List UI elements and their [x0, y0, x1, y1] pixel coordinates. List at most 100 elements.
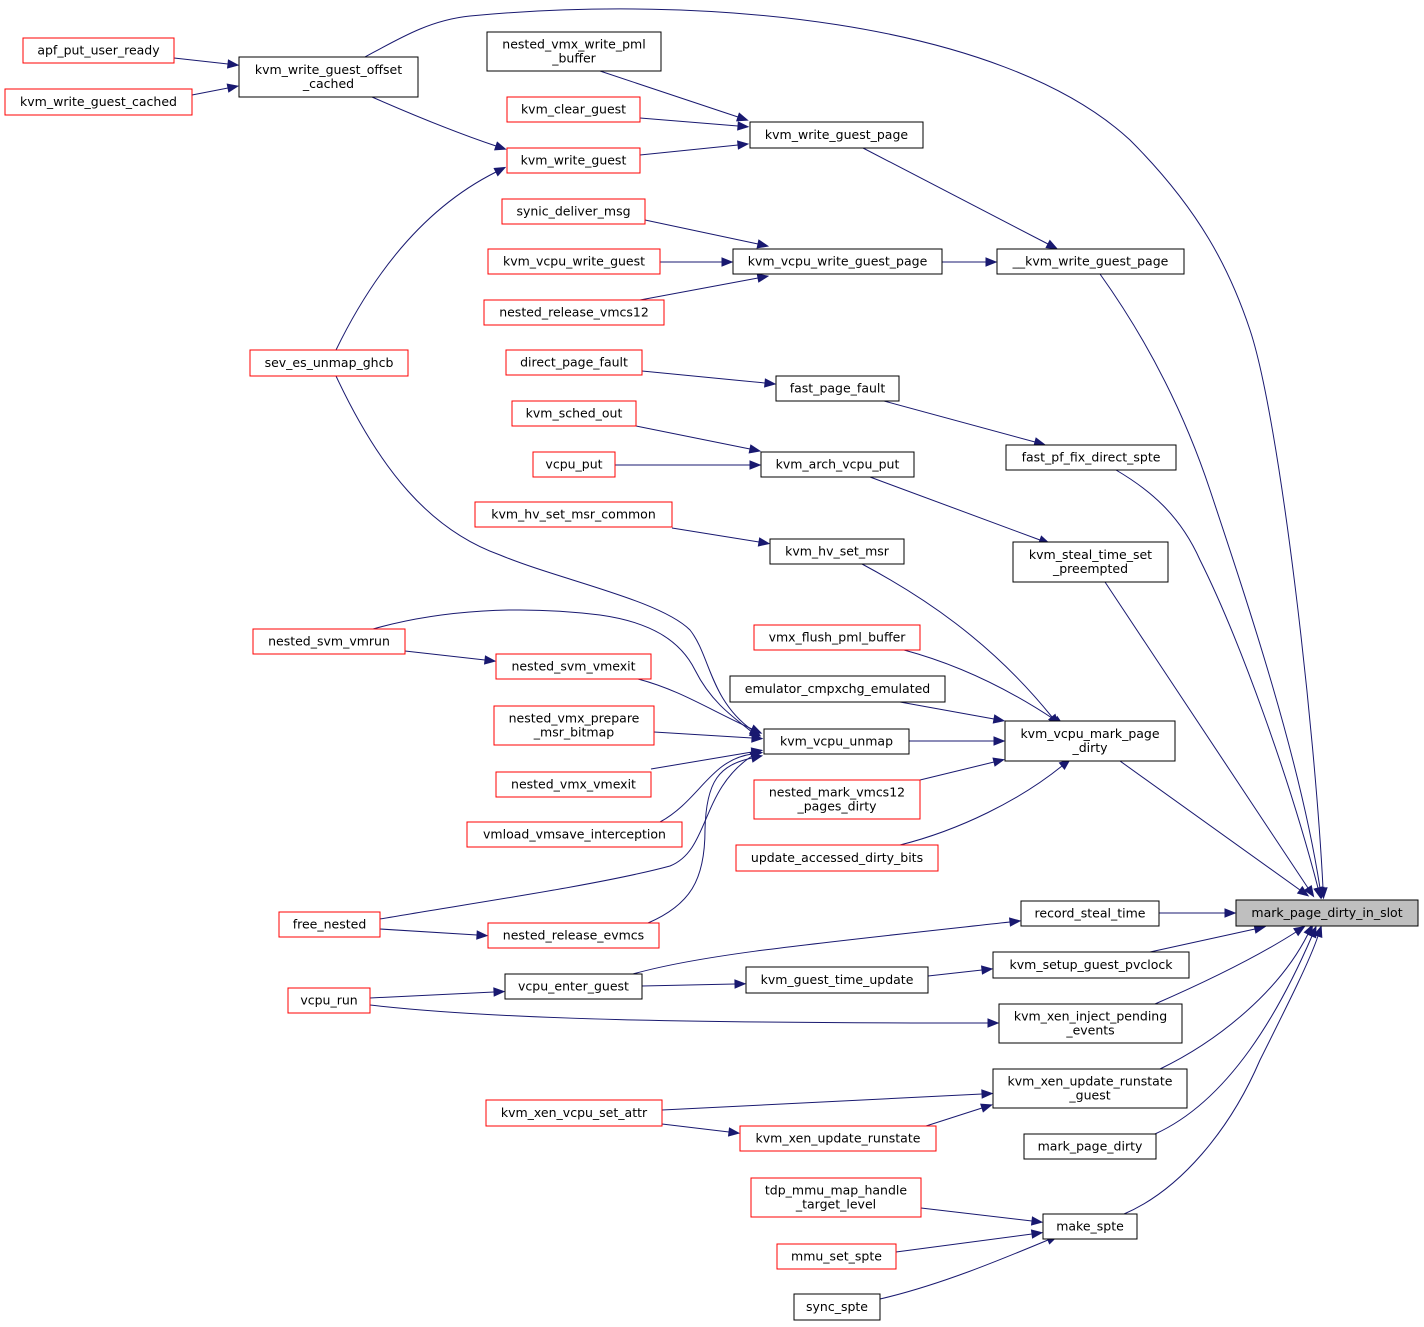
- node-nested-release-vmcs12[interactable]: nested_release_vmcs12: [483, 299, 665, 326]
- arrowhead: [764, 378, 777, 388]
- node-label: kvm_vcpu_write_guest_page: [748, 254, 928, 269]
- node-kvm-vcpu-write-guest[interactable]: kvm_vcpu_write_guest: [487, 248, 661, 275]
- node-fast-page-fault[interactable]: fast_page_fault: [775, 375, 900, 402]
- node-mark-page-dirty[interactable]: mark_page_dirty: [1023, 1133, 1157, 1160]
- node-kvm-guest-time-update[interactable]: kvm_guest_time_update: [745, 966, 929, 994]
- node-label: kvm_steal_time_set: [1029, 547, 1152, 562]
- node-box: [992, 951, 1190, 979]
- node-sev-es-unmap-ghcb[interactable]: sev_es_unmap_ghcb: [249, 349, 409, 377]
- arrowhead: [749, 460, 762, 470]
- node-box: [22, 37, 175, 64]
- node-box: [763, 728, 910, 755]
- node-kvm-hv-set-msr[interactable]: kvm_hv_set_msr: [769, 538, 905, 565]
- edge-kvwgp-to-ukwgp: [942, 257, 998, 267]
- edge-sdm-to-kvwgp: [644, 219, 770, 249]
- node-direct-page-fault[interactable]: direct_page_fault: [505, 349, 643, 376]
- node-label: _msr_bitmap: [533, 725, 614, 740]
- node-make-spte[interactable]: make_spte: [1042, 1213, 1138, 1240]
- edge-ms-to-mpdis: [1123, 925, 1323, 1215]
- node-vmload-vmsave-interception[interactable]: vmload_vmsave_interception: [466, 821, 683, 848]
- node-kvm-sched-out[interactable]: kvm_sched_out: [511, 400, 637, 427]
- node-box: [760, 451, 915, 478]
- node-kvm-setup-guest-pvclock[interactable]: kvm_setup_guest_pvclock: [992, 951, 1190, 979]
- node-nested-svm-vmrun[interactable]: nested_svm_vmrun: [252, 628, 406, 655]
- edge-fpfds-to-mpdis: [1115, 469, 1323, 899]
- node-label: free_nested: [293, 917, 367, 932]
- node-apf-put-user-ready[interactable]: apf_put_user_ready: [22, 37, 175, 64]
- node-kvm-vcpu-mark-page-dirty[interactable]: kvm_vcpu_mark_page_dirty: [1004, 720, 1176, 762]
- node-label: tdp_mmu_map_handle: [765, 1183, 907, 1198]
- arrowhead: [1313, 886, 1323, 899]
- edge-nsve-to-kvu: [637, 678, 763, 734]
- node-label: kvm_vcpu_write_guest: [503, 254, 645, 269]
- node-label: kvm_vcpu_unmap: [780, 734, 893, 749]
- node-update-accessed-dirty-bits[interactable]: update_accessed_dirty_bits: [735, 844, 939, 872]
- node-vcpu-run[interactable]: vcpu_run: [287, 987, 371, 1014]
- node-kvm-xen-update-runstate-guest[interactable]: kvm_xen_update_runstate_guest: [992, 1068, 1188, 1109]
- node-kvm-xen-update-runstate[interactable]: kvm_xen_update_runstate: [739, 1125, 937, 1152]
- node-record-steal-time[interactable]: record_steal_time: [1020, 900, 1160, 927]
- node-nested-release-evmcs[interactable]: nested_release_evmcs: [487, 922, 660, 949]
- arrowhead: [483, 655, 497, 665]
- node-label: kvm_clear_guest: [521, 102, 626, 117]
- node-label: vcpu_put: [545, 457, 602, 472]
- node-sync-spte[interactable]: sync_spte: [793, 1293, 881, 1321]
- node-kvm-clear-guest[interactable]: kvm_clear_guest: [506, 96, 641, 123]
- arrowhead: [1303, 884, 1315, 898]
- node-kvm-xen-vcpu-set-attr[interactable]: kvm_xen_vcpu_set_attr: [485, 1099, 663, 1127]
- node-label: nested_mark_vmcs12: [769, 785, 905, 800]
- edge-kcg-to-kwgp: [639, 117, 750, 131]
- node-label: kvm_guest_time_update: [761, 972, 914, 987]
- node-box: [486, 31, 662, 72]
- node-synic-deliver-msg[interactable]: synic_deliver_msg: [501, 198, 646, 225]
- node-tdp-mmu-map-handle-target-level[interactable]: tdp_mmu_map_handle_target_level: [750, 1177, 922, 1218]
- edge-nrv12-to-kvwgp: [639, 273, 770, 301]
- node-vcpu-put[interactable]: vcpu_put: [532, 451, 616, 478]
- arrowhead: [749, 724, 763, 734]
- node-label: fast_page_fault: [790, 381, 886, 396]
- node-box: [745, 966, 929, 994]
- node-kvm-xen-inject-pending-events[interactable]: kvm_xen_inject_pending_events: [998, 1003, 1183, 1044]
- edge-kwg-to-kwgp: [639, 140, 750, 156]
- node-label: nested_vmx_prepare: [509, 711, 640, 726]
- node-vcpu-enter-guest[interactable]: vcpu_enter_guest: [504, 973, 643, 1000]
- node-mark-page-dirty-in-slot[interactable]: mark_page_dirty_in_slot: [1235, 899, 1419, 927]
- node-nested-vmx-prepare-msr-bitmap[interactable]: nested_vmx_prepare_msr_bitmap: [493, 705, 655, 746]
- node-fast-pf-fix-direct-spte[interactable]: fast_pf_fix_direct_spte: [1005, 444, 1177, 471]
- node-label: direct_page_fault: [520, 355, 628, 370]
- edge-kxipe-to-mpdis: [1154, 925, 1306, 1005]
- node-label: nested_svm_vmexit: [511, 659, 635, 674]
- arrowhead: [737, 140, 750, 150]
- node-nested-svm-vmexit[interactable]: nested_svm_vmexit: [495, 653, 652, 680]
- arrowhead: [993, 736, 1006, 746]
- node-box: [252, 628, 406, 655]
- edges: [173, 8, 1328, 1300]
- node-kvm-arch-vcpu-put[interactable]: kvm_arch_vcpu_put: [760, 451, 915, 478]
- edge-veg-to-kgtu: [641, 979, 747, 989]
- node-label: _target_level: [795, 1197, 876, 1212]
- edge-vvi-to-kvu: [659, 749, 764, 823]
- node-kvm-write-guest-page[interactable]: __kvm_write_guest_page: [996, 248, 1185, 275]
- edge-ece-to-kvmpd: [899, 701, 1006, 724]
- node-free-nested[interactable]: free_nested: [278, 911, 381, 938]
- node-emulator-cmpxchg-emulated[interactable]: emulator_cmpxchg_emulated: [729, 675, 946, 703]
- node-kvm-write-guest-page[interactable]: kvm_write_guest_page: [749, 121, 924, 149]
- node-nested-vmx-write-pml-buffer[interactable]: nested_vmx_write_pml_buffer: [486, 31, 662, 72]
- node-nested-mark-vmcs12-pages-dirty[interactable]: nested_mark_vmcs12_pages_dirty: [753, 779, 921, 820]
- node-kvm-vcpu-write-guest-page[interactable]: kvm_vcpu_write_guest_page: [732, 248, 943, 275]
- edge-kwgc-to-kwgoc: [191, 83, 240, 96]
- node-kvm-vcpu-unmap[interactable]: kvm_vcpu_unmap: [763, 728, 910, 755]
- edge-kwgp-to-ukwgp: [862, 147, 1059, 250]
- node-nested-vmx-vmexit[interactable]: nested_vmx_vmexit: [495, 771, 652, 798]
- node-label: kvm_write_guest_cached: [20, 94, 177, 109]
- node-kvm-steal-time-set-preempted[interactable]: kvm_steal_time_set_preempted: [1012, 541, 1169, 583]
- node-kvm-write-guest-offset-cached[interactable]: kvm_write_guest_offset_cached: [238, 56, 419, 98]
- node-kvm-write-guest[interactable]: kvm_write_guest: [506, 147, 641, 174]
- node-mmu-set-spte[interactable]: mmu_set_spte: [776, 1243, 897, 1270]
- node-kvm-write-guest-cached[interactable]: kvm_write_guest_cached: [4, 88, 193, 116]
- node-kvm-hv-set-msr-common[interactable]: kvm_hv_set_msr_common: [474, 501, 673, 528]
- arrowhead: [756, 273, 770, 283]
- node-label: record_steal_time: [1035, 906, 1146, 921]
- arrowhead: [750, 753, 764, 763]
- node-vmx-flush-pml-buffer[interactable]: vmx_flush_pml_buffer: [753, 624, 921, 651]
